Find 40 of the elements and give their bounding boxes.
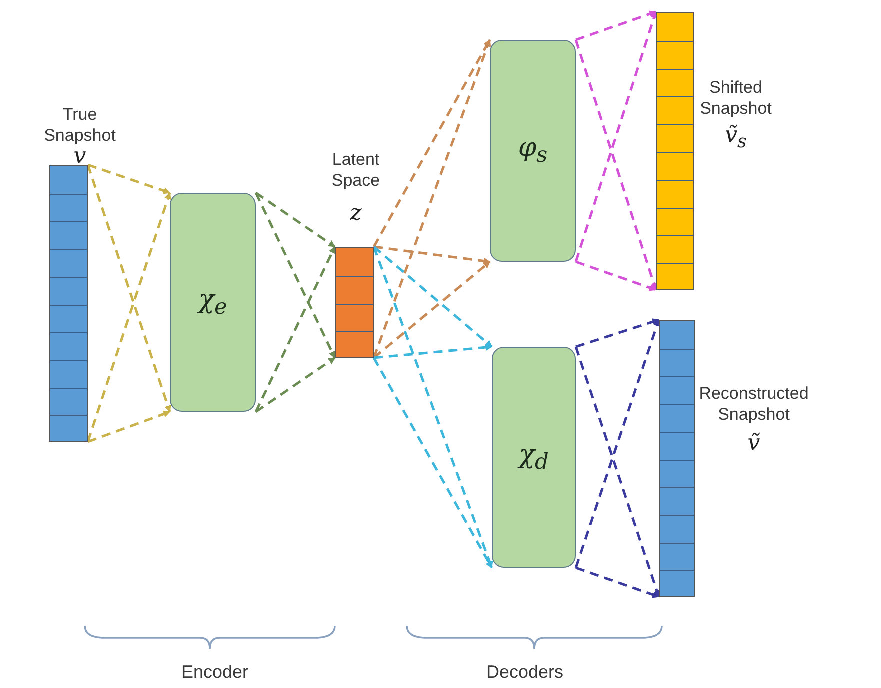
network-block [490, 40, 576, 262]
section-label: Decoders [486, 662, 564, 683]
dashed-arrow [372, 39, 492, 358]
dashed-arrow [574, 346, 660, 598]
vector-heading: Reconstructed Snapshot [698, 383, 810, 425]
dashed-arrow [86, 192, 172, 442]
dashed-arrow [372, 246, 494, 569]
vector-symbol: z [349, 201, 363, 226]
dashed-arrow [255, 192, 336, 248]
dashed-arrow [88, 164, 171, 194]
network-block [170, 193, 256, 412]
dashed-arrow [576, 566, 660, 598]
network-symbol: χ$_{d}$ [519, 440, 549, 476]
vector-symbol: ṽ$_{s}$ [724, 123, 748, 152]
vector-heading: True Snapshot [43, 104, 117, 146]
dashed-arrow [574, 40, 658, 291]
dashed-arrow [372, 357, 494, 569]
dashed-arrow [88, 410, 171, 444]
vector-heading: Latent Space [330, 149, 382, 191]
section-label: Encoder [182, 662, 249, 683]
dashed-arrow [576, 260, 657, 292]
dashed-arrow [574, 319, 660, 568]
dashed-arrow [255, 356, 336, 414]
dashed-arrow [374, 246, 491, 265]
vector-symbol: ṽ [746, 431, 762, 456]
dashed-arrow [254, 246, 336, 413]
network-block [492, 347, 576, 568]
dashed-arrow [86, 164, 172, 413]
dashed-arrow [574, 11, 658, 262]
vector-heading: Shifted Snapshot [699, 77, 773, 119]
dashed-arrow [372, 39, 492, 248]
dashed-arrow [373, 246, 493, 348]
network-symbol: φ$_{s}$ [518, 133, 548, 169]
network-symbol: χ$_{e}$ [198, 284, 228, 320]
dashed-arrow [374, 344, 493, 360]
dashed-arrow [576, 318, 660, 348]
dashed-arrow [576, 10, 657, 42]
vector-symbol: v [74, 144, 86, 169]
dashed-arrow [254, 192, 336, 359]
dashed-arrow [373, 261, 491, 359]
